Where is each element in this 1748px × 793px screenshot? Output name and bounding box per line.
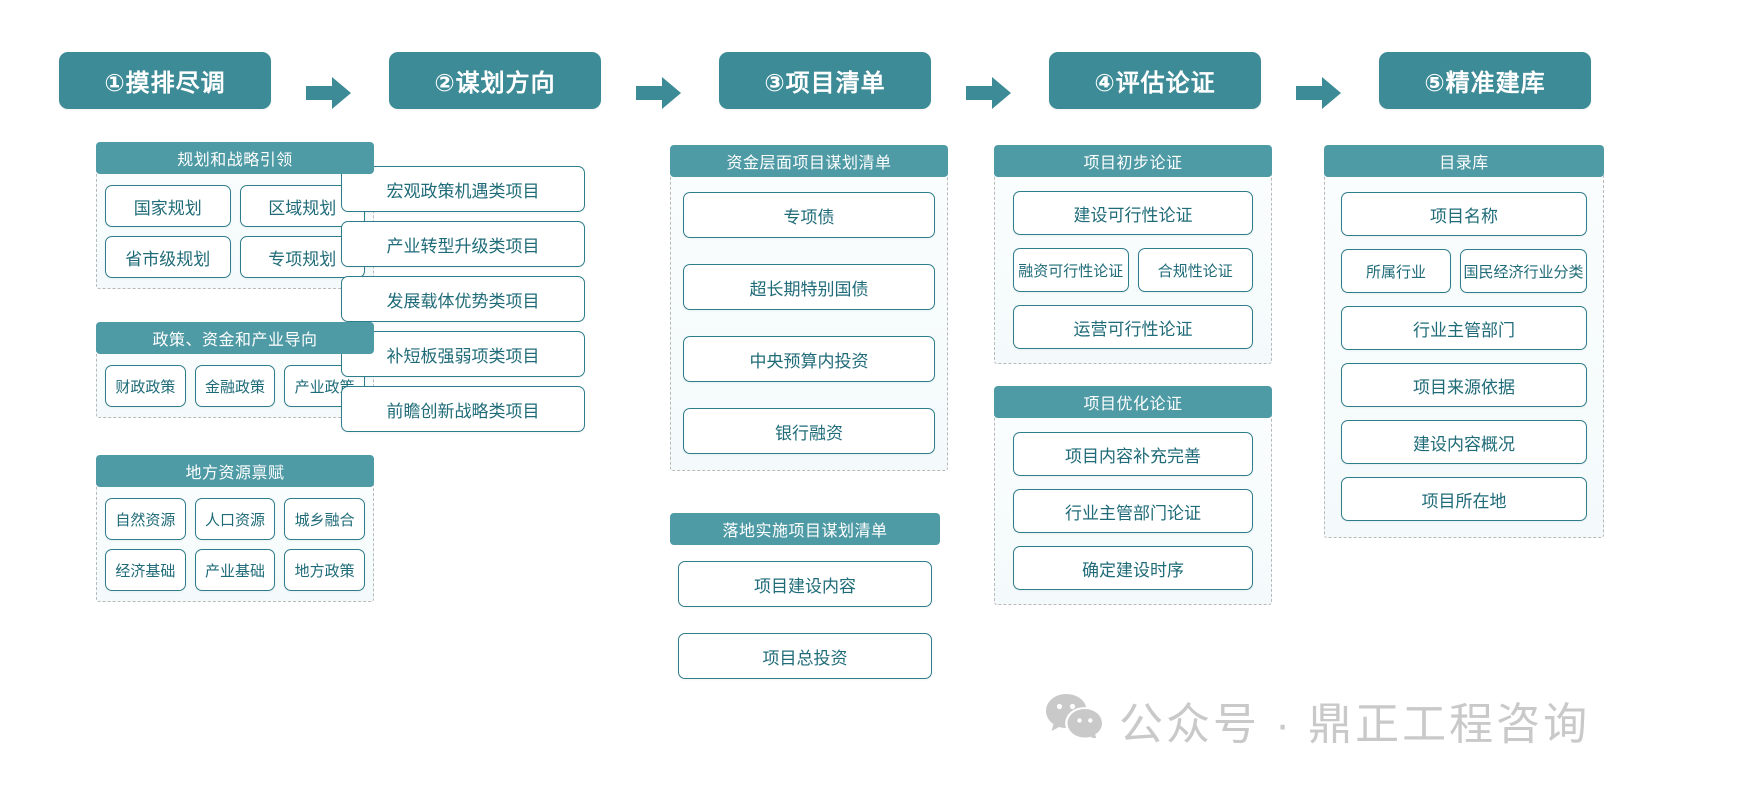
cell-item[interactable]: 国民经济行业分类 (1460, 249, 1587, 293)
group-catalog-library: 目录库 项目名称 所属行业 国民经济行业分类 行业主管部门 项目来源依据 建设内… (1324, 145, 1604, 538)
cell-item[interactable]: 地方政策 (284, 549, 366, 591)
cell-item[interactable]: 人口资源 (194, 498, 276, 540)
group-title: 项目初步论证 (994, 145, 1272, 177)
stage-column-3: ③项目清单 资金层面项目谋划清单 专项债 超长期特别国债 中央预算内投资 银行融… (660, 0, 1011, 793)
group-body: 项目内容补充完善 行业主管部门论证 确定建设时序 (994, 412, 1272, 605)
list-item[interactable]: 产业转型升级类项目 (341, 221, 585, 267)
cell-row: 所属行业 国民经济行业分类 (1341, 249, 1587, 293)
group-implementation-list: 落地实施项目谋划清单 项目建设内容 项目总投资 (670, 513, 940, 689)
group-title: 政策、资金和产业导向 (96, 322, 374, 354)
list-item[interactable]: 前瞻创新战略类项目 (341, 386, 585, 432)
group-body: 项目名称 所属行业 国民经济行业分类 行业主管部门 项目来源依据 建设内容概况 … (1324, 171, 1604, 538)
list-item[interactable]: 补短板强弱项类项目 (341, 331, 585, 377)
group-body: 项目建设内容 项目总投资 (670, 539, 940, 689)
cell-item[interactable]: 中央预算内投资 (683, 336, 935, 382)
stage-column-4: ④评估论证 项目初步论证 建设可行性论证 融资可行性论证 合规性论证 运营可行性… (990, 0, 1341, 793)
group-title: 项目优化论证 (994, 386, 1272, 418)
group-optimization-review: 项目优化论证 项目内容补充完善 行业主管部门论证 确定建设时序 (994, 386, 1272, 605)
list-item[interactable]: 发展载体优势类项目 (341, 276, 585, 322)
group-body: 建设可行性论证 融资可行性论证 合规性论证 运营可行性论证 (994, 171, 1272, 364)
cell-row: 国家规划 区域规划 (105, 185, 365, 227)
cell-item[interactable]: 行业主管部门 (1341, 306, 1587, 350)
cell-row: 融资可行性论证 合规性论证 (1013, 248, 1253, 292)
group-policy-funding-industry: 政策、资金和产业导向 财政政策 金融政策 产业政策 (96, 322, 374, 418)
cell-item[interactable]: 国家规划 (105, 185, 231, 227)
cell-item[interactable]: 项目建设内容 (678, 561, 932, 607)
direction-list: 宏观政策机遇类项目 产业转型升级类项目 发展载体优势类项目 补短板强弱项类项目 … (341, 166, 585, 432)
cell-item[interactable]: 项目名称 (1341, 192, 1587, 236)
cell-item[interactable]: 融资可行性论证 (1013, 248, 1129, 292)
cell-item[interactable]: 运营可行性论证 (1013, 305, 1253, 349)
group-body: 国家规划 区域规划 省市级规划 专项规划 (96, 168, 374, 289)
cell-item[interactable]: 城乡融合 (284, 498, 366, 540)
group-planning-strategy: 规划和战略引领 国家规划 区域规划 省市级规划 专项规划 (96, 142, 374, 289)
cell-item[interactable]: 项目来源依据 (1341, 363, 1587, 407)
group-title: 规划和战略引领 (96, 142, 374, 174)
stage-header-3[interactable]: ③项目清单 (719, 52, 931, 109)
cell-item[interactable]: 超长期特别国债 (683, 264, 935, 310)
arrow-right-icon-2 (636, 76, 682, 110)
group-title: 落地实施项目谋划清单 (670, 513, 940, 545)
cell-item[interactable]: 项目内容补充完善 (1013, 432, 1253, 476)
cell-row: 财政政策 金融政策 产业政策 (105, 365, 366, 407)
group-title: 目录库 (1324, 145, 1604, 177)
cell-item[interactable]: 确定建设时序 (1013, 546, 1253, 590)
arrow-right-icon-3 (966, 76, 1012, 110)
cell-item[interactable]: 金融政策 (194, 365, 276, 407)
stage-column-5: ⑤精准建库 目录库 项目名称 所属行业 国民经济行业分类 行业主管部门 项目来源… (1320, 0, 1650, 793)
cell-item[interactable]: 银行融资 (683, 408, 935, 454)
group-title: 资金层面项目谋划清单 (670, 145, 948, 177)
cell-item[interactable]: 项目所在地 (1341, 477, 1587, 521)
cell-row: 经济基础 产业基础 地方政策 (105, 549, 366, 591)
cell-item[interactable]: 建设可行性论证 (1013, 191, 1253, 235)
group-body: 财政政策 金融政策 产业政策 (96, 348, 374, 418)
stage-header-1[interactable]: ①摸排尽调 (59, 52, 271, 109)
cell-item[interactable]: 省市级规划 (105, 236, 231, 278)
stage-header-5[interactable]: ⑤精准建库 (1379, 52, 1591, 109)
group-body: 自然资源 人口资源 城乡融合 经济基础 产业基础 地方政策 (96, 481, 374, 602)
cell-item[interactable]: 经济基础 (105, 549, 186, 591)
cell-item[interactable]: 合规性论证 (1137, 248, 1253, 292)
cell-item[interactable]: 所属行业 (1341, 249, 1451, 293)
cell-row: 省市级规划 专项规划 (105, 236, 365, 278)
cell-item[interactable]: 专项债 (683, 192, 935, 238)
cell-item[interactable]: 自然资源 (105, 498, 186, 540)
cell-item[interactable]: 财政政策 (105, 365, 186, 407)
stage-column-1: ①摸排尽调 规划和战略引领 国家规划 区域规划 省市级规划 专项规划 政策、资金… (0, 0, 374, 793)
group-preliminary-review: 项目初步论证 建设可行性论证 融资可行性论证 合规性论证 运营可行性论证 (994, 145, 1272, 364)
arrow-right-icon-1 (306, 76, 352, 110)
cell-item[interactable]: 行业主管部门论证 (1013, 489, 1253, 533)
group-funding-level-list: 资金层面项目谋划清单 专项债 超长期特别国债 中央预算内投资 银行融资 (670, 145, 948, 471)
group-title: 地方资源禀赋 (96, 455, 374, 487)
group-body: 专项债 超长期特别国债 中央预算内投资 银行融资 (670, 171, 948, 471)
cell-item[interactable]: 建设内容概况 (1341, 420, 1587, 464)
arrow-right-icon-4 (1296, 76, 1342, 110)
stage-column-2: ②谋划方向 宏观政策机遇类项目 产业转型升级类项目 发展载体优势类项目 补短板强… (330, 0, 681, 793)
list-item[interactable]: 宏观政策机遇类项目 (341, 166, 585, 212)
cell-row: 自然资源 人口资源 城乡融合 (105, 498, 366, 540)
group-local-resources: 地方资源禀赋 自然资源 人口资源 城乡融合 经济基础 产业基础 地方政策 (96, 455, 374, 602)
stage-header-2[interactable]: ②谋划方向 (389, 52, 601, 109)
stage-header-4[interactable]: ④评估论证 (1049, 52, 1261, 109)
cell-item[interactable]: 项目总投资 (678, 633, 932, 679)
cell-item[interactable]: 产业基础 (194, 549, 276, 591)
